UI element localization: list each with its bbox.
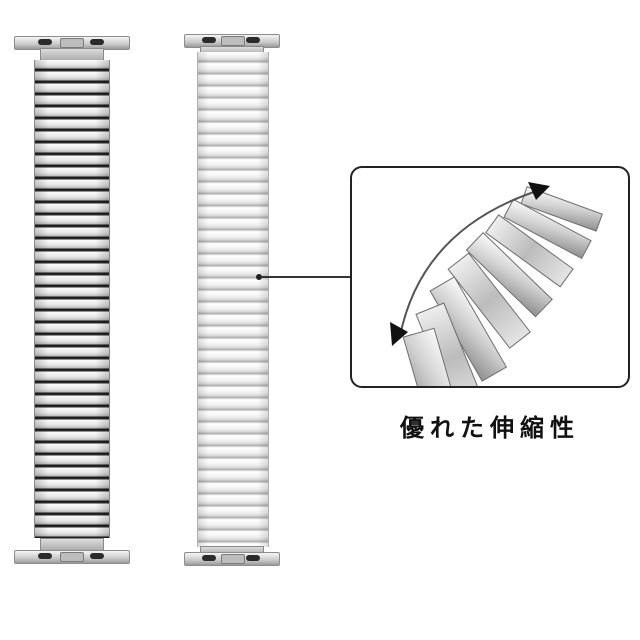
zoom-detail-box bbox=[350, 166, 630, 388]
curved-band-links bbox=[402, 186, 603, 386]
curved-double-arrow-icon bbox=[390, 182, 550, 346]
stretch-detail-illustration bbox=[390, 182, 603, 386]
band-links-light bbox=[197, 52, 269, 547]
callout-line bbox=[262, 276, 350, 278]
band-links-dark bbox=[34, 60, 110, 538]
callout-dot bbox=[256, 274, 262, 280]
feature-caption: 優れた伸縮性 bbox=[400, 414, 580, 442]
